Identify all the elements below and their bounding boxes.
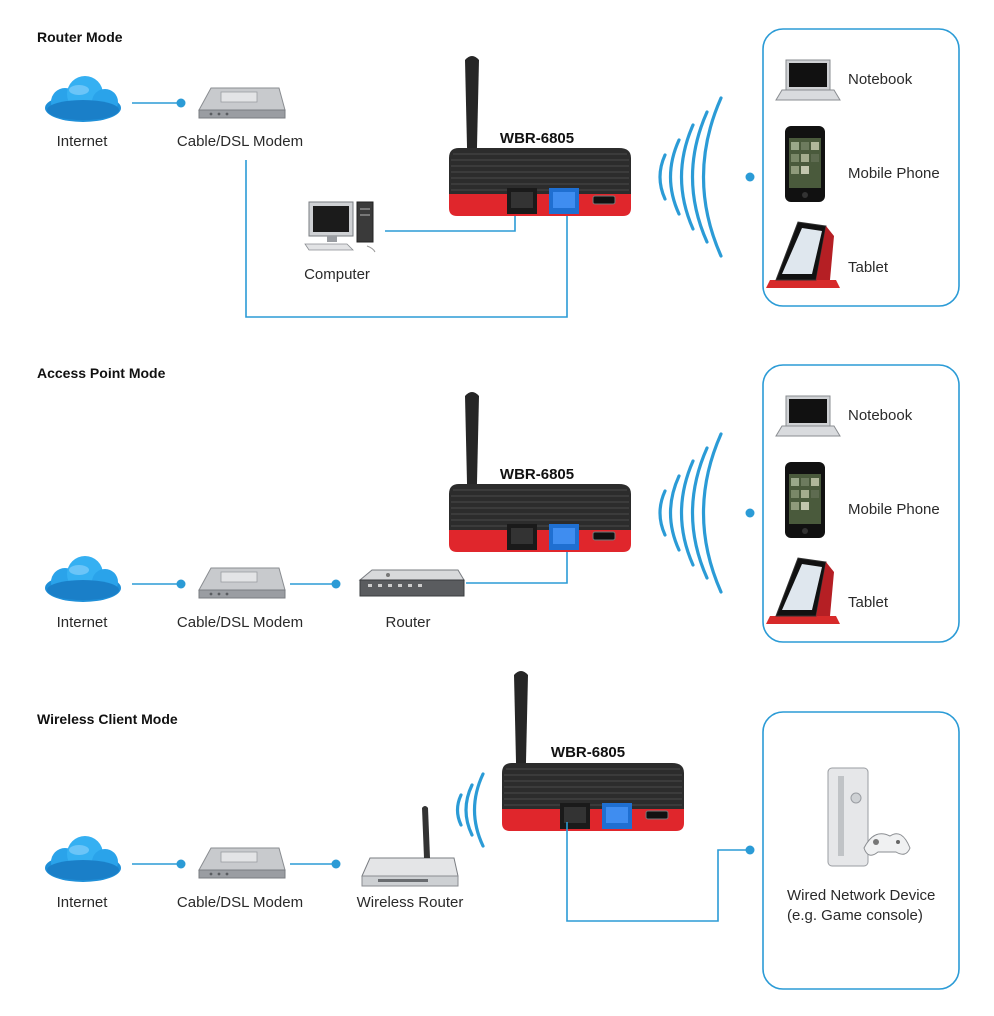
- tablet-label: Tablet: [848, 259, 889, 276]
- wireless-router-label: Wireless Router: [357, 894, 464, 911]
- ap-mode-title: Access Point Mode: [37, 365, 166, 381]
- internet-label: Internet: [57, 133, 109, 150]
- computer-icon: [304, 201, 376, 253]
- wired-device-label: Wired Network Device: [787, 887, 935, 904]
- internet-label: Internet: [57, 614, 109, 631]
- model-label: WBR-6805: [500, 130, 574, 147]
- modem-icon: [198, 567, 286, 599]
- wired-device-example: (e.g. Game console): [787, 907, 923, 924]
- modem-label: Cable/DSL Modem: [177, 133, 303, 150]
- wireless-router-icon: [361, 805, 459, 887]
- mobile-phone-label: Mobile Phone: [848, 165, 940, 182]
- router-mode-section: Router Mode Internet Cable/DSL Modem Com…: [37, 28, 960, 318]
- mobile-phone-icon: [785, 126, 825, 202]
- wireless-client-mode-section: Wireless Client Mode Internet Cable/DSL …: [37, 671, 960, 990]
- cloud-icon: [45, 556, 121, 602]
- modem-label: Cable/DSL Modem: [177, 614, 303, 631]
- modem-icon: [198, 847, 286, 879]
- wifi-waves-icon: [455, 772, 485, 848]
- notebook-icon: [775, 59, 841, 101]
- notebook-label: Notebook: [848, 407, 913, 424]
- wifi-waves-icon: [658, 96, 723, 258]
- mobile-phone-icon: [785, 462, 825, 538]
- mobile-phone-label: Mobile Phone: [848, 501, 940, 518]
- model-label: WBR-6805: [551, 744, 625, 761]
- model-label: WBR-6805: [500, 466, 574, 483]
- modem-label: Cable/DSL Modem: [177, 894, 303, 911]
- notebook-label: Notebook: [848, 71, 913, 88]
- wifi-waves-icon: [658, 432, 723, 594]
- tablet-label: Tablet: [848, 594, 889, 611]
- notebook-icon: [775, 395, 841, 437]
- router-device-icon: [501, 762, 685, 832]
- cloud-icon: [45, 836, 121, 882]
- computer-label: Computer: [304, 266, 370, 283]
- router-device-icon: [448, 483, 632, 553]
- modem-icon: [198, 87, 286, 119]
- access-point-mode-section: Access Point Mode Internet Cable/DSL Mod…: [37, 364, 960, 643]
- cloud-icon: [45, 76, 121, 122]
- router-device-icon: [448, 147, 632, 217]
- internet-label: Internet: [57, 894, 109, 911]
- router-mode-title: Router Mode: [37, 29, 123, 45]
- router-icon: [359, 569, 465, 597]
- client-mode-title: Wireless Client Mode: [37, 711, 178, 727]
- router-label: Router: [385, 614, 430, 631]
